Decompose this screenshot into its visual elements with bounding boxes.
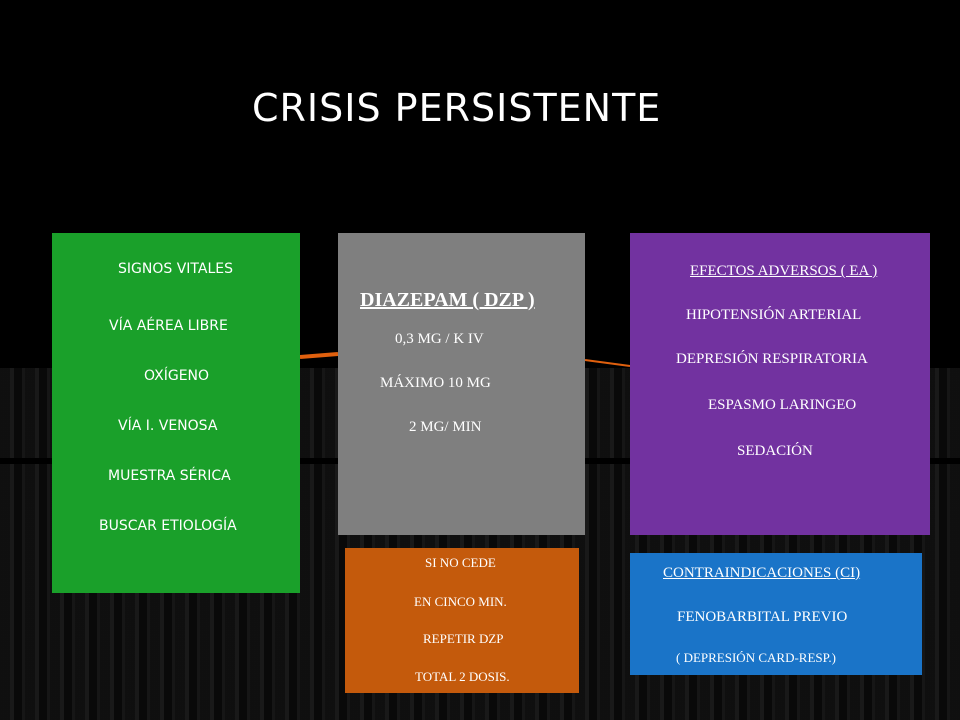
adverse-effect-item: HIPOTENSIÓN ARTERIAL — [686, 307, 862, 323]
drug-dose-line: 2 MG/ MIN — [409, 419, 482, 435]
drug-dose-line: 0,3 MG / K IV — [395, 331, 484, 347]
adverse-effect-item: SEDACIÓN — [737, 443, 813, 459]
measure-item: MUESTRA SÉRICA — [108, 468, 231, 484]
measure-item: OXÍGENO — [144, 368, 210, 384]
contraindications-title: CONTRAINDICACIONES (CI) — [663, 565, 861, 581]
contraindications-box: CONTRAINDICACIONES (CI) FENOBARBITAL PRE… — [630, 553, 922, 675]
repeat-line: EN CINCO MIN. — [414, 594, 507, 609]
measures-box: SIGNOS VITALES VÍA AÉREA LIBRE OXÍGENO V… — [52, 233, 300, 593]
adverse-effects-title: EFECTOS ADVERSOS ( EA ) — [690, 263, 878, 279]
measure-item: SIGNOS VITALES — [118, 261, 233, 277]
adverse-effects-box: EFECTOS ADVERSOS ( EA ) HIPOTENSIÓN ARTE… — [630, 233, 930, 535]
measure-item: VÍA AÉREA LIBRE — [109, 318, 228, 334]
repeat-line: SI NO CEDE — [425, 555, 496, 570]
drug-dose-line: MÁXIMO 10 MG — [380, 375, 491, 391]
drug-box: DIAZEPAM ( DZP ) 0,3 MG / K IV MÁXIMO 10… — [338, 233, 585, 535]
connector-green-gray — [299, 352, 339, 359]
drug-title: DIAZEPAM ( DZP ) — [360, 289, 535, 311]
slide-title: CRISIS PERSISTENTE — [252, 86, 662, 130]
repeat-line: REPETIR DZP — [423, 631, 504, 646]
contraindication-note: ( DEPRESIÓN CARD-RESP.) — [676, 650, 836, 665]
measure-item: BUSCAR ETIOLOGÍA — [99, 518, 237, 534]
repeat-line: TOTAL 2 DOSIS. — [415, 669, 510, 684]
adverse-effect-item: DEPRESIÓN RESPIRATORIA — [676, 351, 868, 367]
contraindication-item: FENOBARBITAL PREVIO — [677, 609, 848, 625]
repeat-dose-box: SI NO CEDE EN CINCO MIN. REPETIR DZP TOT… — [345, 548, 579, 693]
adverse-effect-item: ESPASMO LARINGEO — [708, 397, 857, 413]
connector-gray-purple — [584, 359, 631, 367]
measure-item: VÍA I. VENOSA — [118, 418, 218, 434]
